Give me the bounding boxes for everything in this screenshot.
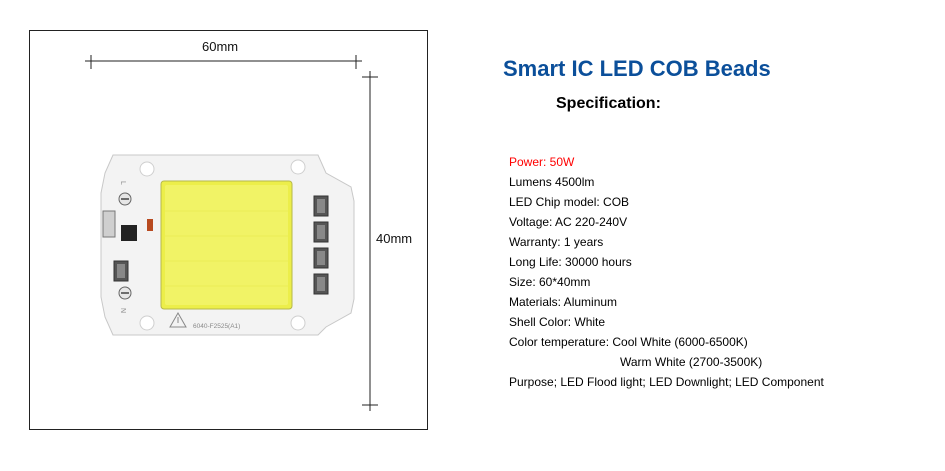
- spec-item-color-temperature: Color temperature: Cool White (6000-6500…: [509, 335, 748, 349]
- led-board: 6040-F2525(A1) L N: [100, 154, 355, 336]
- mounting-hole: [139, 315, 155, 331]
- led-module-illustration: 6040-F2525(A1) L N: [85, 55, 378, 411]
- product-title: Smart IC LED COB Beads: [503, 56, 771, 81]
- spec-heading: Specification:: [556, 95, 661, 112]
- warning-icon: [169, 311, 187, 328]
- height-dimension-line: [362, 71, 378, 411]
- part-number-marking: 6040-F2525(A1): [193, 323, 240, 330]
- spec-item-chip-model: LED Chip model: COB: [509, 195, 630, 209]
- mounting-hole: [290, 159, 306, 175]
- height-dimension-label: 40mm: [376, 231, 413, 246]
- spec-item-life: Long Life: 30000 hours: [509, 255, 632, 269]
- spec-item-color-temperature-warm: Warm White (2700-3500K): [620, 355, 763, 369]
- left-components: [102, 192, 153, 300]
- mounting-hole: [290, 315, 306, 331]
- spec-item-size: Size: 60*40mm: [509, 275, 591, 289]
- spec-list: Power: 50W Lumens 4500lm LED Chip model:…: [509, 155, 824, 395]
- neutral-terminal-marking: N: [119, 308, 126, 313]
- mounting-hole: [139, 161, 155, 177]
- width-dimension-line: [85, 55, 362, 69]
- spec-item-materials: Materials: Aluminum: [509, 295, 618, 309]
- product-image-frame: 6040-F2525(A1) L N 60mm 40mm: [29, 30, 428, 430]
- spec-item-shell-color: Shell Color: White: [509, 315, 606, 329]
- live-terminal-marking: L: [119, 181, 126, 185]
- spec-item-purpose: Purpose; LED Flood light; LED Downlight;…: [509, 375, 824, 389]
- spec-item-power: Power: 50W: [509, 155, 575, 169]
- spec-item-warranty: Warranty: 1 years: [509, 235, 604, 249]
- spec-item-lumens: Lumens 4500lm: [509, 175, 595, 189]
- width-dimension-label: 60mm: [202, 39, 239, 54]
- spec-item-voltage: Voltage: AC 220-240V: [509, 215, 628, 229]
